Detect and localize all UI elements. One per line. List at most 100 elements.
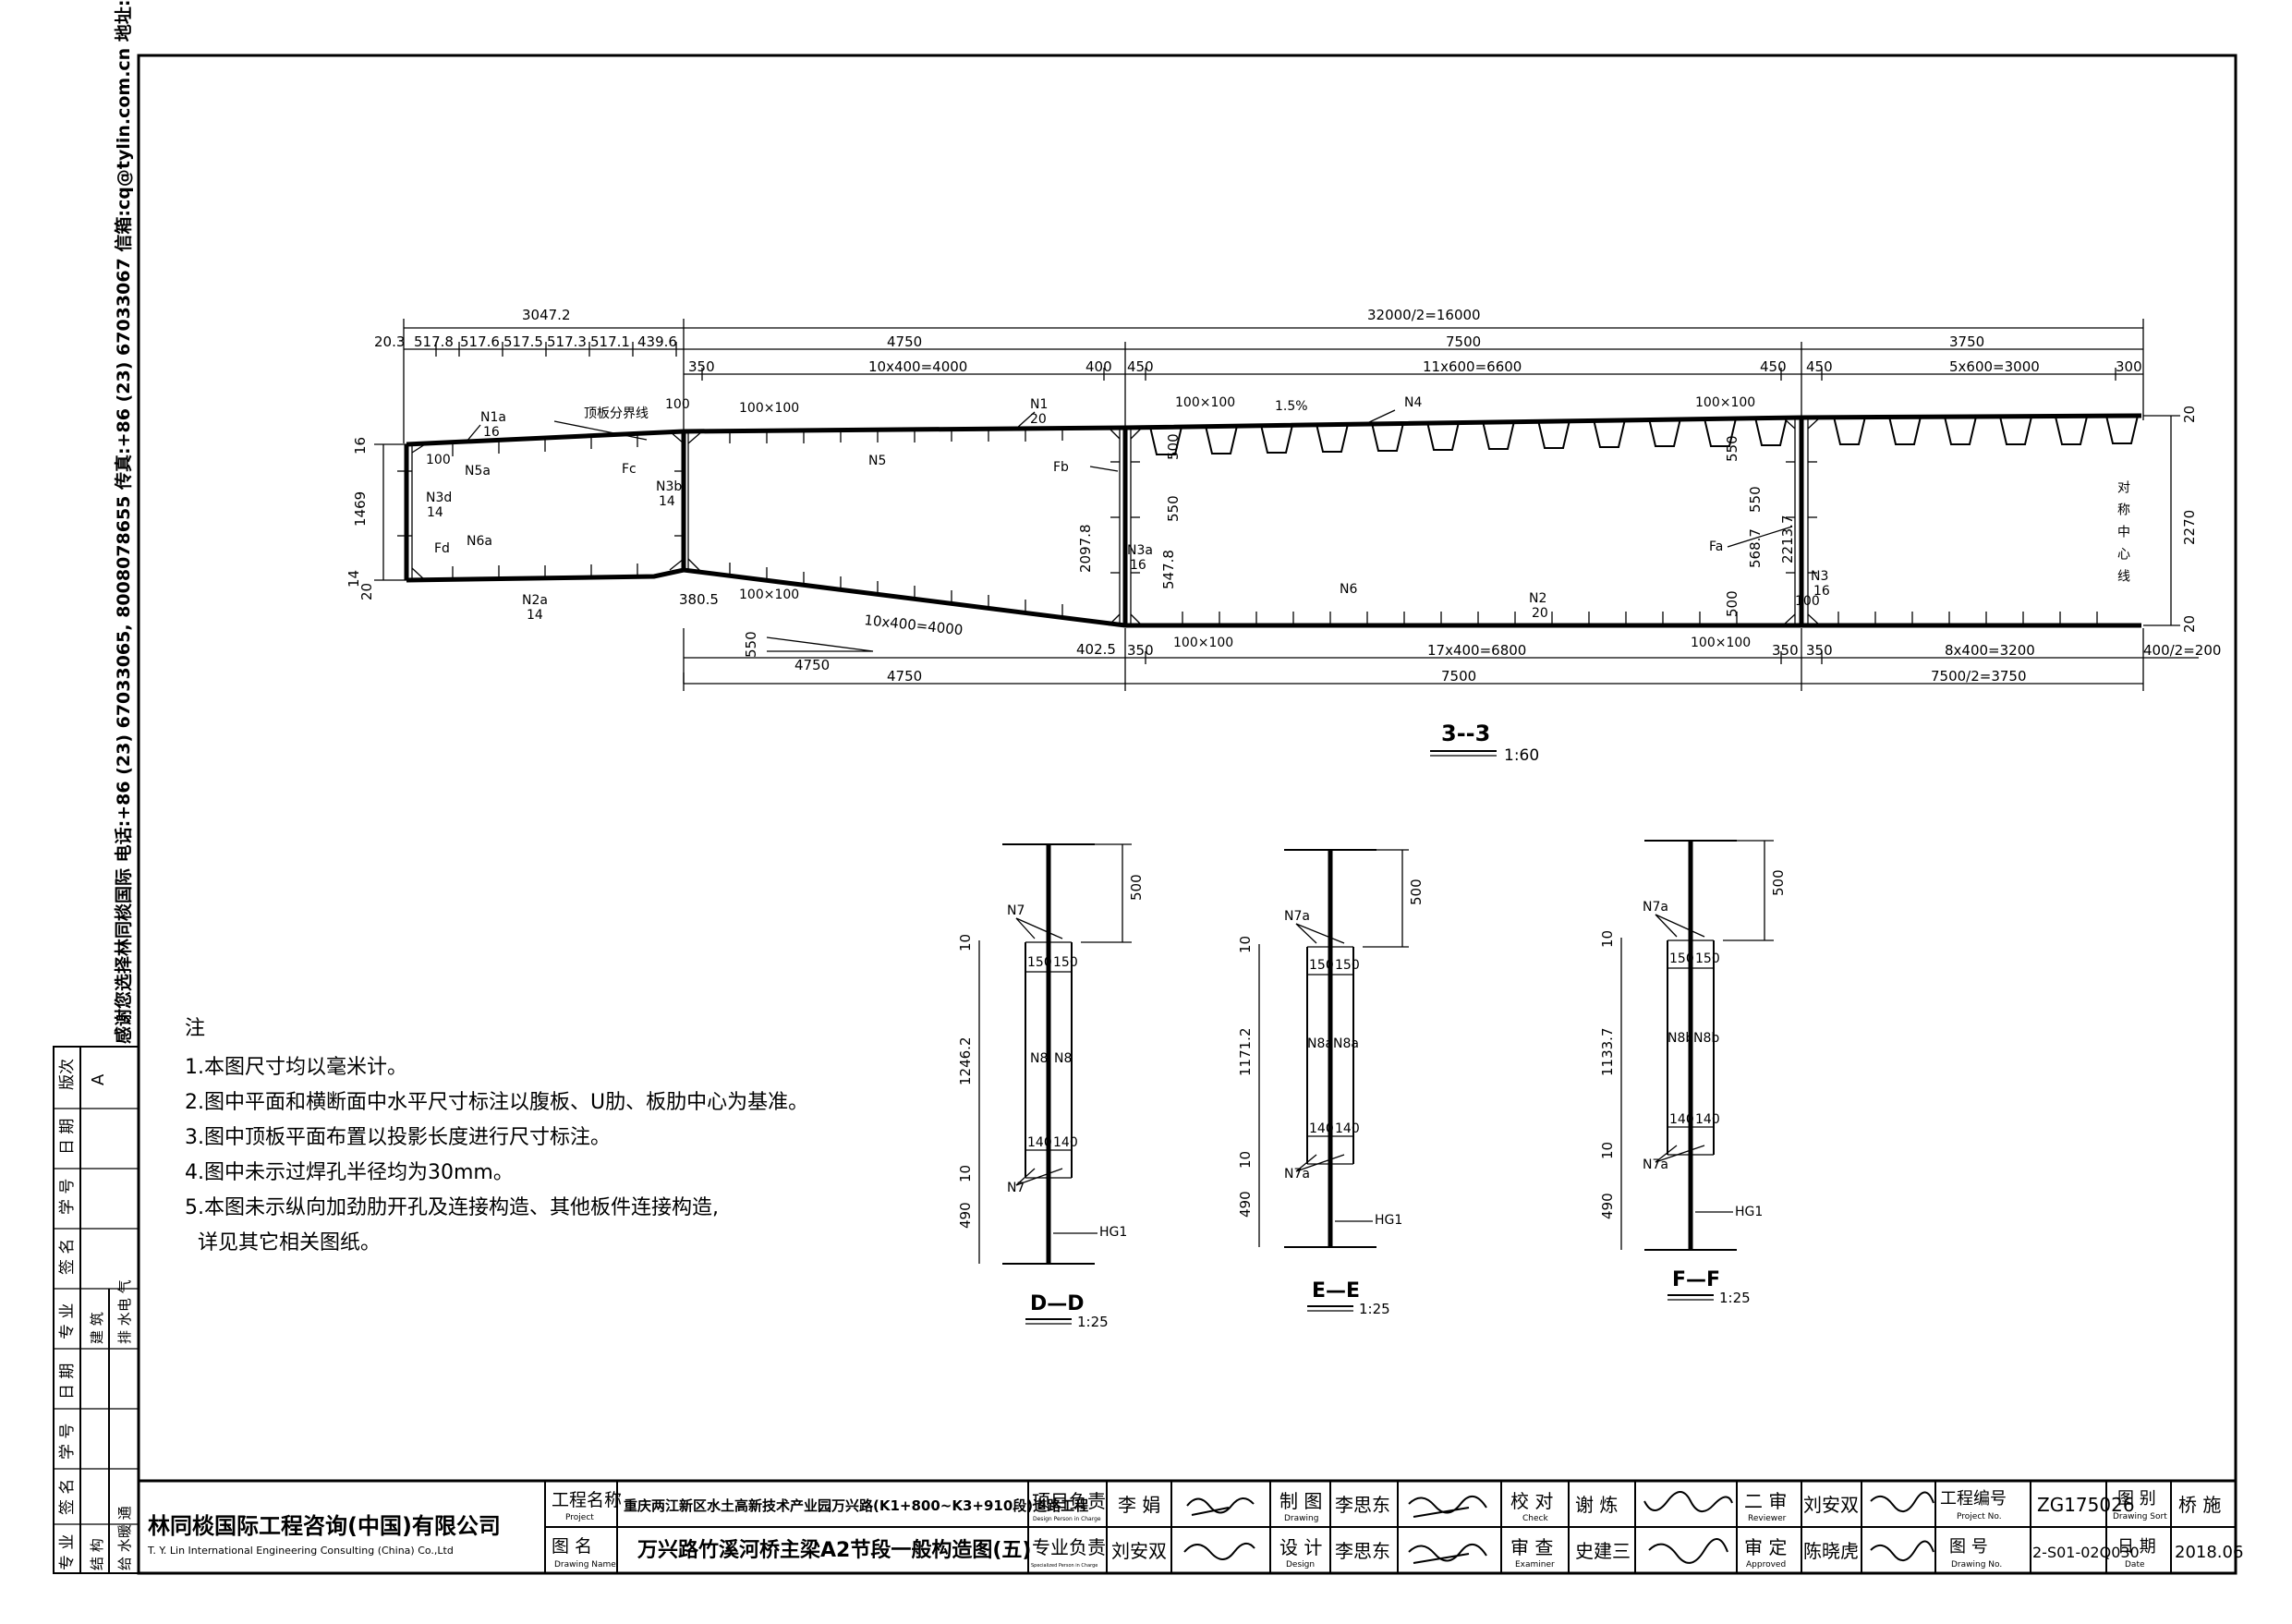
label-N3: N3 (1811, 569, 1828, 584)
left-14: 14 (346, 570, 362, 588)
ff-label-HG1: HG1 (1735, 1205, 1763, 1219)
dim-400-top: 400 (1085, 358, 1112, 375)
label-100x100-a: 100×100 (739, 401, 799, 416)
ff-label-150-l: 150 (1669, 951, 1694, 966)
label-N1a: N1a (480, 410, 506, 425)
slope-10x400: 10x400=4000 (864, 612, 964, 638)
label-100x100-d: 100×100 (1695, 395, 1755, 410)
drawing-name: 万兴路竹溪河桥主梁A2节段一般构造图(五) (637, 1538, 1031, 1562)
dim-7500-top: 7500 (1446, 333, 1481, 350)
dim-550-r1: 550 (1724, 435, 1740, 462)
dim-300: 300 (2116, 358, 2142, 375)
right-20-bottom: 20 (2181, 615, 2198, 633)
project-no-label: 工程编号 (1940, 1489, 2007, 1509)
dim-17x400: 17x400=6800 (1427, 642, 1526, 659)
dim-4750-bottom: 4750 (887, 668, 922, 685)
role-discipline-lead-name: 刘安双 (1111, 1540, 1167, 1562)
signature-marks (1183, 1491, 1934, 1564)
ee-label-N7a-bottom: N7a (1284, 1167, 1310, 1182)
version-value: A (89, 1073, 108, 1085)
dim-550-l: 550 (1165, 495, 1182, 522)
dim-32000: 32000/2=16000 (1367, 307, 1481, 323)
dim-380-5: 380.5 (679, 591, 719, 608)
label-Fc: Fc (622, 462, 637, 477)
ee-label-140-r: 140 (1335, 1121, 1360, 1136)
row-discipline2-label: 专 业 (58, 1534, 77, 1570)
ee-label-N8a-l: N8a (1307, 1036, 1333, 1051)
detail-e-e: 500 10 1171.2 10 490 N7a 150 150 N8a N8a… (1237, 849, 1425, 1317)
dim-11x600: 11x600=6600 (1423, 358, 1522, 375)
date-label-en: Date (2125, 1560, 2145, 1569)
label-N3d: N3d (426, 491, 452, 505)
row-id-label: 学 号 (58, 1179, 77, 1215)
role-design-label: 设 计 (1279, 1536, 1322, 1558)
dd-dim-10a: 10 (957, 934, 974, 951)
label-100x100-c: 100×100 (1175, 395, 1235, 410)
notes: 注 1.本图尺寸均以毫米计。 2.图中平面和横断面中水平尺寸标注以腹板、U肋、板… (185, 1017, 808, 1254)
date-value: 2018.06 (2175, 1543, 2243, 1562)
label-Fb: Fb (1053, 460, 1069, 475)
dim-517-5: 517.5 (503, 333, 543, 350)
left-dims: 16 1469 14 20 (346, 437, 406, 600)
sort-label-en: Drawing Sort (2113, 1512, 2167, 1521)
project-no-value: ZG175026 (2037, 1494, 2135, 1516)
dim-547-8: 547.8 (1160, 550, 1177, 589)
label-N1-t: 20 (1030, 412, 1047, 427)
role-check-label: 校 对 (1510, 1490, 1553, 1512)
discipline-structure: 结 构 (89, 1538, 105, 1570)
ff-dim-10b: 10 (1599, 1142, 1616, 1159)
ff-dim-1133: 1133.7 (1599, 1028, 1616, 1077)
drawing-no-value: 2-S01-02Q030 (2032, 1544, 2140, 1561)
discipline-hvac: 暖 通 (116, 1506, 133, 1538)
note-4: 4.图中未示过焊孔半径均为30mm。 (185, 1161, 514, 1184)
dd-label-140-l: 140 (1027, 1135, 1052, 1150)
label-100-a: 100 (426, 453, 451, 467)
left-20: 20 (358, 583, 375, 600)
role-drawing-label: 制 图 (1279, 1490, 1322, 1512)
dim-7500-2: 7500/2=3750 (1931, 668, 2027, 685)
discipline-water: 排 水 (116, 1312, 133, 1344)
sort-value: 桥 施 (2178, 1494, 2221, 1516)
ee-scale: 1:25 (1359, 1301, 1390, 1317)
bottom-plate-ribs (452, 563, 2098, 624)
dd-label-N7-top: N7 (1007, 903, 1025, 918)
dd-dim-10b: 10 (957, 1165, 974, 1182)
label-N5: N5 (868, 454, 886, 468)
dim-517-8: 517.8 (414, 333, 454, 350)
dd-label-HG1: HG1 (1099, 1225, 1127, 1240)
dim-517-6: 517.6 (460, 333, 500, 350)
role-project-lead-en: Design Person in Charge (1033, 1516, 1101, 1522)
dim-5x600: 5x600=3000 (1949, 358, 2040, 375)
label-N2: N2 (1529, 591, 1546, 606)
label-N2a: N2a (522, 593, 548, 608)
label-N6a: N6a (467, 534, 492, 549)
note-2: 2.图中平面和横断面中水平尺寸标注以腹板、U肋、板肋中心为基准。 (185, 1091, 808, 1114)
left-16: 16 (352, 437, 369, 454)
dim-450-b: 450 (1760, 358, 1787, 375)
ee-dim-490: 490 (1237, 1191, 1254, 1218)
drawing-no-label-en: Drawing No. (1951, 1560, 2002, 1569)
row-date-label: 日 期 (58, 1119, 77, 1155)
label-slope: 1.5% (1275, 399, 1308, 414)
ff-scale: 1:25 (1719, 1290, 1751, 1306)
ff-label-N8b-l: N8b (1667, 1031, 1693, 1046)
top-plate-ribs (452, 428, 1063, 456)
label-N3-t: 16 (1813, 584, 1830, 599)
role-discipline-lead-en: Specialized Person in Charge (1031, 1563, 1097, 1569)
ee-label-HG1: HG1 (1375, 1213, 1402, 1228)
label-N2-t: 20 (1532, 606, 1548, 621)
dim-20-3: 20.3 (374, 333, 405, 350)
label-N1: N1 (1030, 397, 1048, 412)
note-1: 1.本图尺寸均以毫米计。 (185, 1056, 407, 1079)
dd-scale: 1:25 (1077, 1314, 1109, 1330)
label-top-boundary: 顶板分界线 (584, 406, 649, 421)
dim-517-1: 517.1 (590, 333, 630, 350)
ee-top-dim: 500 (1408, 879, 1425, 905)
dim-450-a: 450 (1127, 358, 1154, 375)
label-N3b: N3b (656, 479, 682, 494)
right-dims: 20 2270 20 (2143, 406, 2198, 633)
dim-350-b3: 350 (1806, 642, 1833, 659)
ff-label-140-r: 140 (1695, 1112, 1720, 1127)
u-ribs (1149, 415, 2139, 455)
slope-550: 550 (743, 631, 759, 658)
